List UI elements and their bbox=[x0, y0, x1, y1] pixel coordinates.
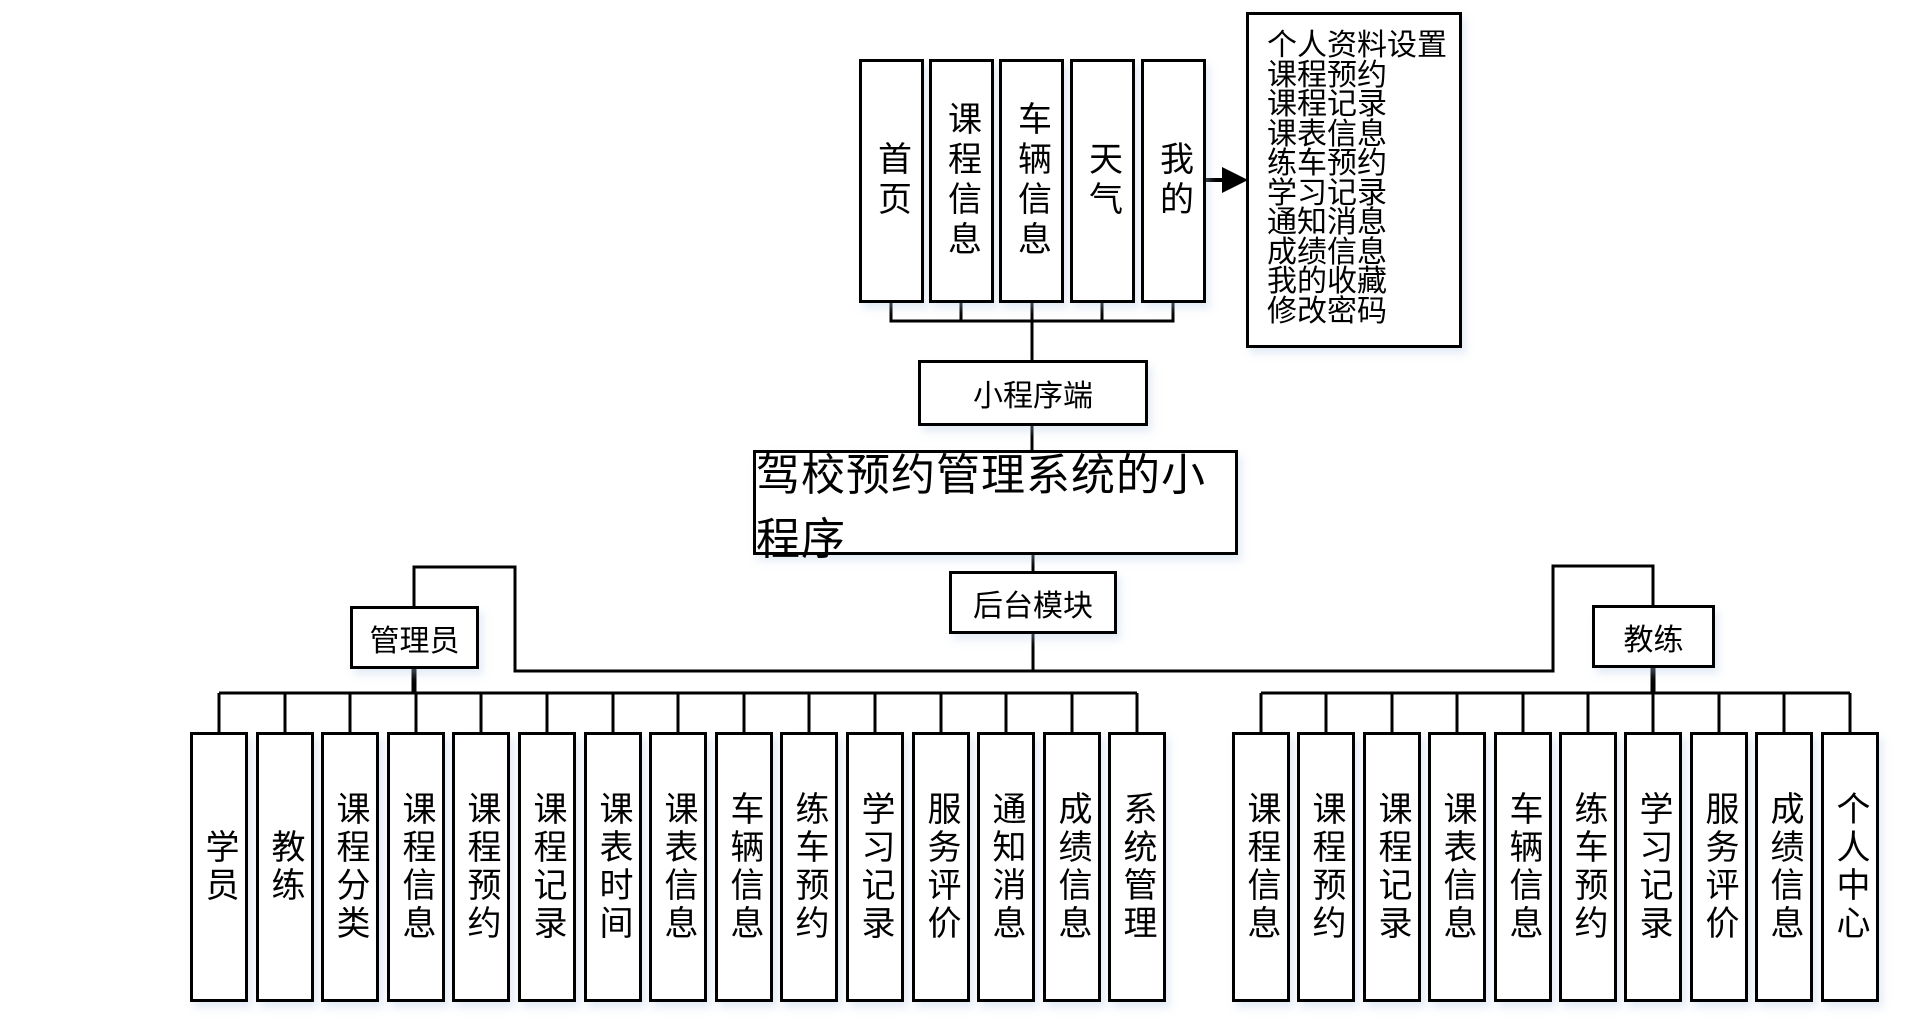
module-box: 通知消息 bbox=[977, 732, 1035, 1002]
my-page-items-box: 个人资料设置 课程预约 课程记录 课表信息 练车预约 学习记录 通知消息 成绩信… bbox=[1246, 12, 1462, 348]
coach-label: 教练 bbox=[1623, 622, 1684, 658]
backend-module-label: 后台模块 bbox=[973, 588, 1093, 624]
admin-box: 管理员 bbox=[350, 606, 479, 669]
page-label: 课程信息 bbox=[941, 101, 982, 261]
system-title-box: 驾校预约管理系统的小程序 bbox=[753, 450, 1238, 565]
my-page-item: 通知消息 bbox=[1267, 205, 1387, 240]
module-label: 课程预约 bbox=[461, 791, 501, 943]
module-box: 练车预约 bbox=[780, 732, 838, 1002]
my-page-item: 我的收藏 bbox=[1267, 264, 1387, 299]
page-box-weather: 天气 bbox=[1070, 59, 1135, 303]
module-label: 学习记录 bbox=[1633, 791, 1673, 943]
my-page-item: 练车预约 bbox=[1267, 146, 1387, 181]
module-box: 课表时间 bbox=[584, 732, 642, 1002]
module-label: 练车预约 bbox=[789, 791, 829, 943]
module-label: 练车预约 bbox=[1568, 791, 1608, 943]
module-label: 成绩信息 bbox=[1052, 791, 1092, 943]
module-box: 课程记录 bbox=[518, 732, 576, 1002]
module-box: 学习记录 bbox=[1624, 732, 1682, 1002]
module-label: 教练 bbox=[265, 829, 305, 905]
module-box: 系统管理 bbox=[1108, 732, 1166, 1002]
page-label: 天气 bbox=[1082, 141, 1123, 221]
module-box: 服务评价 bbox=[912, 732, 970, 1002]
module-box: 学习记录 bbox=[846, 732, 904, 1002]
module-box: 课程信息 bbox=[387, 732, 445, 1002]
page-box-course-info: 课程信息 bbox=[929, 59, 994, 303]
mini-program-box: 小程序端 bbox=[918, 360, 1148, 426]
coach-box: 教练 bbox=[1592, 605, 1715, 668]
module-box: 课表信息 bbox=[1428, 732, 1486, 1002]
backend-module-box: 后台模块 bbox=[949, 571, 1117, 634]
module-box: 课程分类 bbox=[321, 732, 379, 1002]
module-label: 课程记录 bbox=[1372, 791, 1412, 943]
module-box: 车辆信息 bbox=[715, 732, 773, 1002]
module-label: 服务评价 bbox=[1699, 791, 1739, 943]
my-page-item: 学习记录 bbox=[1267, 175, 1387, 211]
my-page-item: 成绩信息 bbox=[1267, 234, 1387, 270]
module-box: 学员 bbox=[190, 732, 248, 1002]
module-box: 课程预约 bbox=[1297, 732, 1355, 1002]
page-box-home: 首页 bbox=[859, 59, 924, 303]
module-label: 学习记录 bbox=[855, 791, 895, 943]
module-label: 通知消息 bbox=[986, 791, 1026, 943]
arrow-head-icon bbox=[1222, 167, 1248, 193]
page-box-mine: 我的 bbox=[1141, 59, 1206, 303]
module-box: 车辆信息 bbox=[1494, 732, 1552, 1002]
module-box: 课程信息 bbox=[1232, 732, 1290, 1002]
module-label: 车辆信息 bbox=[724, 791, 764, 943]
module-box: 课表信息 bbox=[649, 732, 707, 1002]
module-label: 服务评价 bbox=[921, 791, 961, 943]
my-page-item: 修改密码 bbox=[1267, 293, 1387, 329]
page-label: 我的 bbox=[1153, 141, 1194, 221]
module-box: 成绩信息 bbox=[1043, 732, 1101, 1002]
module-label: 课程预约 bbox=[1306, 791, 1346, 943]
module-box: 练车预约 bbox=[1559, 732, 1617, 1002]
page-label: 首页 bbox=[871, 141, 912, 221]
module-label: 课程记录 bbox=[527, 791, 567, 943]
system-title: 驾校预约管理系统的小程序 bbox=[756, 449, 1206, 565]
my-page-item: 课程预约 bbox=[1267, 57, 1387, 93]
mini-program-label: 小程序端 bbox=[973, 379, 1093, 414]
module-box: 课程预约 bbox=[452, 732, 510, 1002]
module-box: 成绩信息 bbox=[1755, 732, 1813, 1002]
my-page-item: 课表信息 bbox=[1267, 116, 1387, 152]
module-box: 教练 bbox=[256, 732, 314, 1002]
admin-label: 管理员 bbox=[369, 623, 460, 659]
module-label: 成绩信息 bbox=[1764, 791, 1804, 943]
page-label: 车辆信息 bbox=[1011, 101, 1052, 261]
coach-branch-connector bbox=[1033, 564, 1655, 673]
my-page-item: 个人资料设置 bbox=[1267, 28, 1447, 63]
module-box: 服务评价 bbox=[1690, 732, 1748, 1002]
module-label: 学员 bbox=[199, 829, 239, 905]
module-label: 个人中心 bbox=[1830, 791, 1870, 943]
module-label: 课程信息 bbox=[1241, 791, 1281, 943]
module-label: 系统管理 bbox=[1117, 791, 1157, 943]
page-box-vehicle-info: 车辆信息 bbox=[999, 59, 1064, 303]
module-label: 课表信息 bbox=[658, 791, 698, 943]
module-label: 课表时间 bbox=[593, 791, 633, 943]
module-label: 车辆信息 bbox=[1503, 791, 1543, 943]
module-box: 课程记录 bbox=[1363, 732, 1421, 1002]
module-label: 课程信息 bbox=[396, 791, 436, 943]
module-label: 课表信息 bbox=[1437, 791, 1477, 943]
module-box: 个人中心 bbox=[1821, 732, 1879, 1002]
my-page-item: 课程记录 bbox=[1267, 87, 1387, 122]
admin-branch-connector bbox=[412, 565, 1033, 673]
module-label: 课程分类 bbox=[330, 791, 370, 943]
